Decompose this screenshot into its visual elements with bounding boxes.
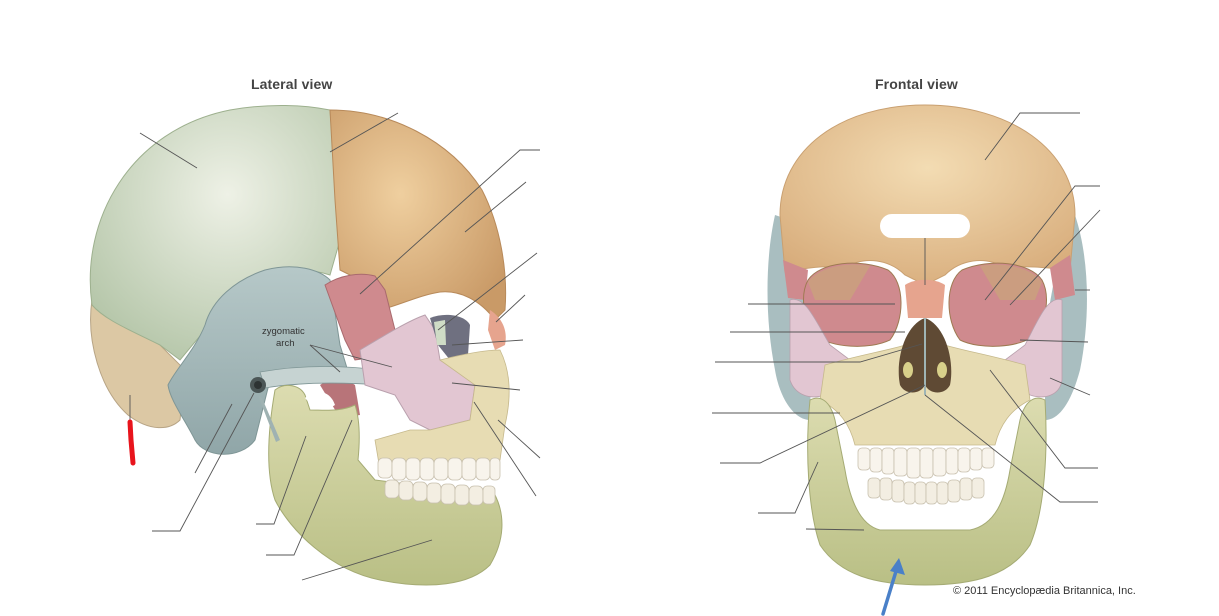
frontal-skull (712, 104, 1101, 616)
frontal-upper-teeth (857, 447, 995, 479)
nasal-bone (488, 310, 506, 350)
mandible-front (807, 397, 1047, 586)
frontal-bone-front (779, 104, 1076, 286)
parietal-bone (89, 104, 341, 361)
blue-annotation-arrow (881, 558, 905, 616)
frontal-leader-lines (712, 112, 1101, 531)
specular-highlight (880, 214, 970, 238)
red-annotation-mark (127, 419, 136, 466)
occipital-bone (90, 299, 186, 429)
maxilla (374, 349, 510, 471)
upper-teeth (377, 457, 501, 481)
zygomatic-arch-label-1: zygomatic (262, 326, 305, 337)
frontal-view-title: Frontal view (875, 76, 958, 92)
lateral-view-title: Lateral view (251, 76, 333, 92)
mandibular-notch (305, 391, 335, 410)
lateral-leader-lines (129, 112, 541, 581)
temporal-bone (167, 266, 351, 455)
lateral-skull: zygomatic arch (89, 104, 541, 586)
frontal-bone (329, 109, 507, 321)
nasal-bones (905, 279, 945, 318)
lower-teeth (384, 479, 496, 506)
styloid-process (258, 395, 280, 442)
frontal-lower-teeth (867, 477, 985, 505)
copyright-credit: © 2011 Encyclopædia Britannica, Inc. (953, 585, 1136, 597)
zygomatic-arch-label-2: arch (276, 338, 294, 349)
